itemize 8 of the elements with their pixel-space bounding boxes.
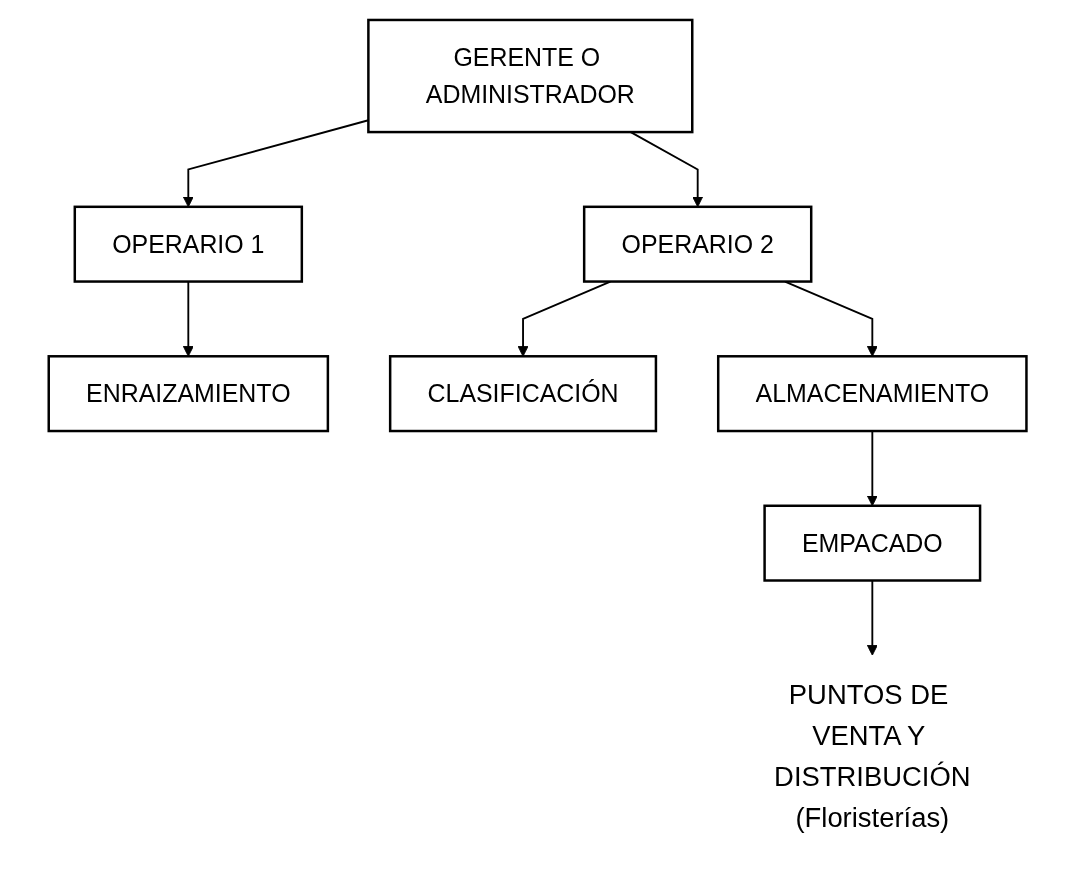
node-box: ENRAIZAMIENTO [47,355,330,433]
node-text: PUNTOS DE VENTA Y DISTRIBUCIÓN (Floristerías) [774,678,971,834]
node-box: CLASIFICACIÓN [388,355,658,433]
node-box: ALMACENAMIENTO [716,355,1028,433]
node-box: GERENTE O ADMINISTRADOR [367,18,694,134]
node-box: OPERARIO 2 [582,205,813,283]
node-box: OPERARIO 1 [73,205,304,283]
node-box: EMPACADO [763,504,982,582]
